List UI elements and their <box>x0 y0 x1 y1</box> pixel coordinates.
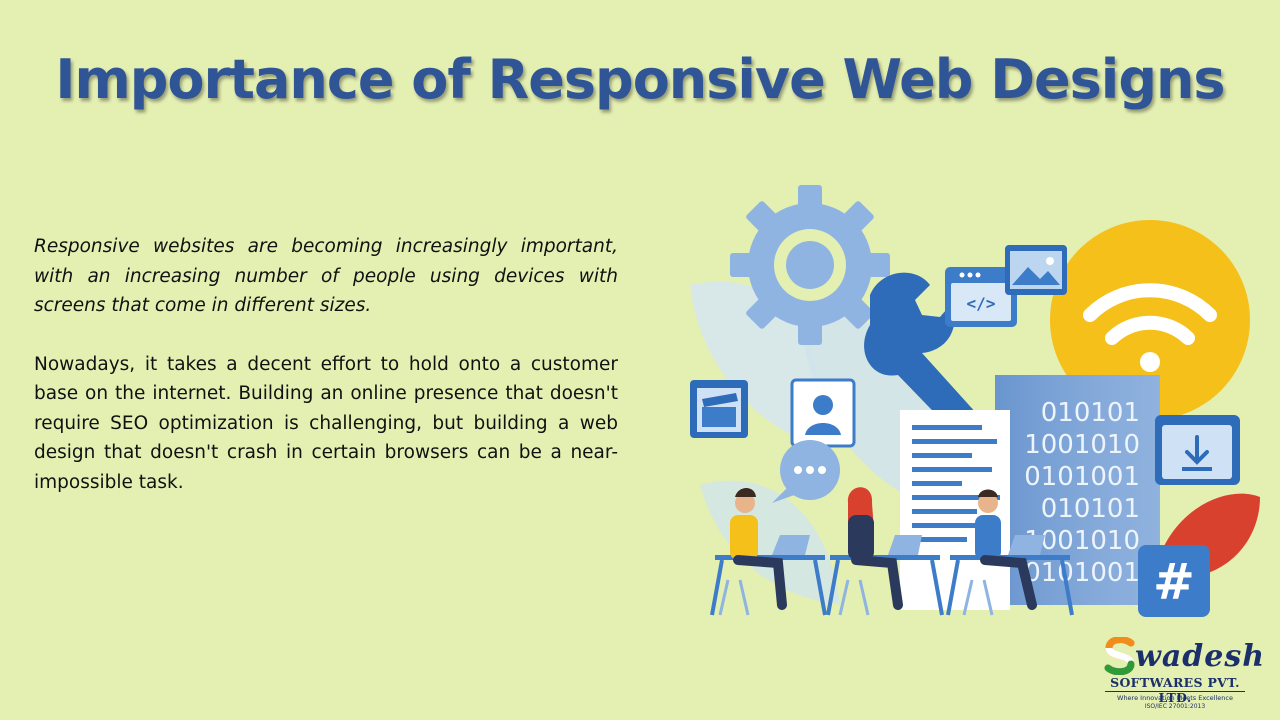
logo-divider <box>1105 691 1245 692</box>
logo-company-text: SOFTWARES PVT. LTD. <box>1110 675 1240 705</box>
hashtag-symbol: # <box>1153 553 1195 611</box>
web-design-illustration: </> 010101 1001010 0101001 010101 100101… <box>690 185 1260 617</box>
download-icon <box>1155 415 1240 485</box>
logo-certification: ISO/IEC 27001:2013 <box>1144 703 1206 710</box>
code-window-icon: </> <box>945 267 1017 327</box>
clapperboard-icon <box>690 380 748 438</box>
detail-paragraph: Nowadays, it takes a decent effort to ho… <box>34 353 618 493</box>
server-tower: 010101 1001010 0101001 010101 1001010 01… <box>995 375 1160 605</box>
binary-line: 010101 <box>1041 494 1140 524</box>
company-logo: wadesh SOFTWARES PVT. LTD. Where Innovat… <box>1095 635 1264 715</box>
user-profile-icon <box>790 378 856 448</box>
body-text: Responsive websites are becoming increas… <box>34 232 618 497</box>
binary-line: 010101 <box>1041 398 1140 428</box>
hashtag-icon: # <box>1138 545 1210 617</box>
binary-line: 0101001 <box>1024 462 1140 492</box>
leaf-bottom-shape <box>700 480 840 605</box>
binary-line: 1001010 <box>1024 526 1140 556</box>
wifi-icon <box>1050 220 1250 420</box>
image-window-icon <box>1005 245 1067 295</box>
logo-brand-text: wadesh <box>1135 639 1266 674</box>
desk-workers <box>710 487 1074 616</box>
logo-s-emblem <box>1104 637 1135 675</box>
code-tag-text: </> <box>967 294 996 313</box>
logo-tagline: Where Innovation Meets Excellence <box>1117 694 1233 702</box>
binary-line: 1001010 <box>1024 430 1140 460</box>
chat-bubble-icon <box>772 440 840 503</box>
slide-title: Importance of Responsive Web Designs <box>55 48 1225 111</box>
gear-icon <box>730 185 890 345</box>
binary-line: 0101001 <box>1024 558 1140 588</box>
intro-paragraph: Responsive websites are becoming increas… <box>34 236 618 316</box>
